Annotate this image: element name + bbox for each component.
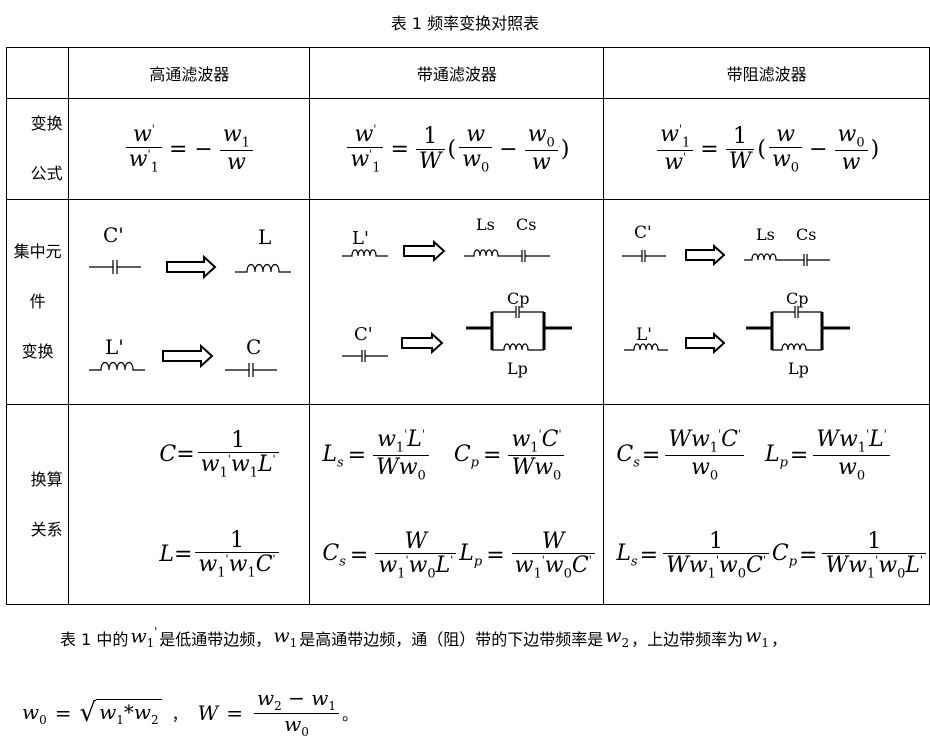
row-label-relations-line2: 关系 (30, 519, 63, 539)
label-l: L (258, 225, 271, 249)
row-label-formula-line2: 公式 (30, 164, 63, 183)
row-label-elements-line1: 集中元件 (13, 242, 62, 311)
note-part-1: 表 1 中的 (60, 629, 129, 649)
arrow-icon (685, 331, 726, 355)
label-cp: Cp (507, 289, 529, 308)
header-highpass: 高通滤波器 (68, 47, 311, 99)
row-label-formula-line1: 变换 (30, 114, 63, 133)
label-c: C (246, 335, 261, 359)
arrow-icon (403, 239, 446, 263)
arrow-icon (401, 331, 444, 355)
defs-comma: ， (171, 705, 188, 725)
note-part-5: ， (771, 629, 788, 649)
label-cs: Cs (796, 225, 816, 244)
label-c-prime: C' (354, 324, 373, 345)
label-l-prime: L' (105, 335, 124, 359)
elements-bandpass: L' Ls Cs C' Cp (309, 199, 605, 405)
arrow-icon (162, 343, 214, 369)
header-bandpass: 带通滤波器 (309, 47, 605, 99)
row-label-formula: 变换 公式 (5, 98, 70, 200)
bandstop-element-diagram: C' Ls Cs L' Cp (622, 223, 851, 378)
row-label-relations-line1: 换算 (30, 469, 63, 489)
note-part-2: 是低通带边频， (159, 629, 272, 649)
label-lp: Lp (788, 359, 809, 378)
elements-highpass: C' L L' C (68, 199, 311, 405)
arrow-icon (685, 243, 726, 267)
row-label-elements: 集中元件 变换 (5, 199, 70, 405)
label-l-prime: L' (352, 228, 369, 249)
label-l-prime: L' (636, 325, 652, 345)
label-ls: Ls (756, 225, 775, 244)
note-part-4: ，上边带频率为 (631, 629, 744, 649)
sqrt-expression: √ w1*w2 (80, 698, 162, 728)
highpass-element-diagram: C' L L' C (89, 223, 292, 377)
label-cs: Cs (516, 215, 536, 234)
elements-bandstop: C' Ls Cs L' Cp (603, 199, 930, 405)
bandpass-element-diagram: L' Ls Cs C' Cp (342, 215, 573, 378)
arrow-icon (166, 254, 217, 280)
row-label-relations: 换算 关系 (5, 404, 70, 605)
header-corner-cell (5, 47, 70, 99)
label-lp: Lp (507, 359, 528, 378)
defs-end: 。 (342, 705, 359, 725)
label-ls: Ls (476, 215, 495, 234)
label-c-prime: C' (103, 223, 124, 247)
label-cp: Cp (786, 289, 808, 308)
label-c-prime: C' (634, 223, 652, 243)
table-caption: 表 1 频率变换对照表 (390, 14, 540, 33)
note-part-3: 是高通带边频，通（阻）带的下边带频率是 (299, 629, 604, 649)
header-bandstop: 带阻滤波器 (603, 47, 930, 99)
row-label-elements-line2: 变换 (21, 342, 54, 361)
table-note: 表 1 中的 w1' 是低通带边频， w1 是高通带边频，通（阻）带的下边带频率… (60, 625, 788, 651)
